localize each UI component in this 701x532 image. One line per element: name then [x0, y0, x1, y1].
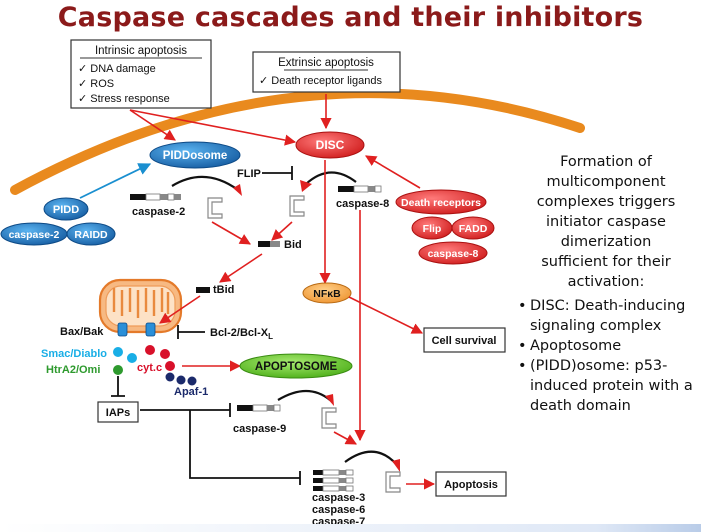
caspase9-zymogen — [237, 404, 281, 412]
pidd-node: PIDD — [43, 197, 89, 221]
svg-text:caspase-2: caspase-2 — [9, 229, 60, 241]
tbid-protein — [196, 287, 210, 293]
caspase6-label: caspase-6 — [312, 504, 365, 516]
extrinsic-item-ligands: ✓ Death receptor ligands — [259, 75, 382, 87]
nfkb-node: NFκB — [302, 282, 352, 304]
page-title: Caspase cascades and their inhibitors — [57, 2, 644, 33]
svg-text:RAIDD: RAIDD — [74, 229, 108, 241]
bid-protein — [258, 241, 280, 247]
bax-bak-label: Bax/Bak — [60, 326, 104, 338]
intrinsic-item-dna-damage: ✓ DNA damage — [78, 63, 156, 75]
bullet-piddosome: (PIDD)osome: p53- induced protein with a… — [516, 356, 696, 416]
arrow-nfkb-to-survival — [348, 296, 424, 334]
arrow-apoptosome-to-caspase9 — [300, 380, 305, 396]
cell-membrane — [10, 88, 585, 195]
death-receptors-node: Death receptors — [395, 189, 487, 215]
flip-oval-node: Flip — [411, 216, 453, 240]
svg-text:Cell survival: Cell survival — [432, 335, 497, 347]
extrinsic-heading: Extrinsic apoptosis — [278, 57, 374, 69]
svg-text:Flip: Flip — [423, 223, 442, 235]
svg-text:IAPs: IAPs — [106, 407, 130, 419]
bax-bak-pores — [117, 322, 156, 337]
arrow-caspase8-to-bid — [271, 221, 293, 241]
svg-text:Apoptosis: Apoptosis — [444, 479, 498, 491]
iaps-inhibit-effectors — [189, 410, 301, 485]
intrinsic-heading: Intrinsic apoptosis — [95, 45, 187, 57]
effector-caspase-zymogen — [313, 469, 354, 492]
slide-bottom-bar — [0, 524, 701, 532]
svg-text:caspase-8: caspase-8 — [428, 248, 479, 260]
tbid-label: tBid — [213, 284, 234, 296]
caspase8-active — [289, 195, 305, 217]
cytc-label: cyt.c — [137, 362, 162, 374]
side-intro: Formation of multicomponent complexes tr… — [536, 154, 676, 290]
flip-label: FLIP — [237, 168, 261, 180]
raidd-node: RAIDD — [66, 222, 116, 246]
apaf1-label: Apaf-1 — [174, 386, 208, 398]
arrow-intrinsic-to-piddosome — [129, 109, 176, 141]
bullet-apoptosome: Apoptosome — [516, 336, 696, 356]
piddosome-node: PIDDosome — [149, 141, 241, 169]
arrow-caspase9-to-effectors — [333, 431, 357, 445]
apoptosis-box: Apoptosis — [435, 471, 507, 497]
iaps-inhibit-caspase9 — [140, 403, 231, 417]
arrow-bid-to-tbid — [219, 253, 263, 283]
disc-node: DISC — [295, 131, 365, 159]
svg-text:PIDD: PIDD — [53, 204, 79, 216]
svg-text:DISC: DISC — [316, 138, 345, 152]
arrow-intrinsic-to-disc — [129, 109, 297, 146]
svg-text:Death receptors: Death receptors — [401, 197, 481, 209]
caspase3-label: caspase-3 — [312, 492, 365, 504]
arrow-receptors-to-disc — [365, 155, 421, 189]
htra2-label: HtrA2/Omi — [46, 364, 100, 376]
caspase2-activation-arrow — [171, 175, 239, 191]
bullet-disc: DISC: Death-inducing signaling complex — [516, 296, 696, 336]
iaps-box: IAPs — [97, 401, 139, 423]
caspase8-label: caspase-8 — [336, 198, 389, 210]
caspase2-active — [207, 197, 223, 219]
flip-inhibition — [262, 166, 293, 180]
released-factors — [113, 345, 197, 386]
intrinsic-item-stress: ✓ Stress response — [78, 93, 170, 105]
svg-text:NFκB: NFκB — [313, 288, 341, 300]
caspase9-active — [321, 407, 337, 429]
caspase2-oval-node: caspase-2 — [0, 222, 68, 246]
effector-activation-arrow — [344, 450, 398, 466]
intrinsic-apoptosis-box: Intrinsic apoptosis ✓ DNA damage ✓ ROS ✓… — [70, 39, 212, 109]
apoptosome-node: APOPTOSOME — [239, 353, 353, 379]
arrow-tbid-to-baxbak — [159, 295, 201, 324]
smac-label: Smac/Diablo — [41, 348, 107, 360]
arrow-pidd-to-piddosome — [79, 163, 152, 199]
svg-text:APOPTOSOME: APOPTOSOME — [255, 361, 338, 373]
caspase8-activation-arrow — [305, 171, 357, 185]
extrinsic-apoptosis-box: Extrinsic apoptosis ✓ Death receptor lig… — [252, 51, 401, 93]
cell-survival-box: Cell survival — [423, 327, 506, 353]
side-explanation: Formation of multicomponent complexes tr… — [516, 152, 696, 416]
effector-caspase-active — [385, 471, 401, 493]
caspase9-label: caspase-9 — [233, 423, 286, 435]
svg-text:PIDDosome: PIDDosome — [163, 150, 228, 162]
svg-text:FADD: FADD — [459, 223, 488, 235]
bcl2-inhibition — [177, 325, 205, 339]
bid-label: Bid — [284, 239, 302, 251]
caspase2-zymogen — [130, 193, 181, 201]
bcl2-label: Bcl-2/Bcl-XL — [210, 327, 273, 341]
fadd-node: FADD — [451, 216, 495, 240]
caspase9-activation-arrow — [277, 389, 331, 401]
caspase8-oval-node: caspase-8 — [418, 241, 488, 265]
mitochondrion — [98, 278, 183, 334]
intrinsic-item-ros: ✓ ROS — [78, 78, 114, 90]
caspase8-zymogen — [338, 185, 382, 193]
arrow-caspase2-to-bid — [211, 221, 251, 245]
caspase2-label: caspase-2 — [132, 206, 185, 218]
side-bullets: DISC: Death-inducing signaling complex A… — [516, 296, 696, 416]
smac-inhibits-iaps — [111, 376, 125, 397]
